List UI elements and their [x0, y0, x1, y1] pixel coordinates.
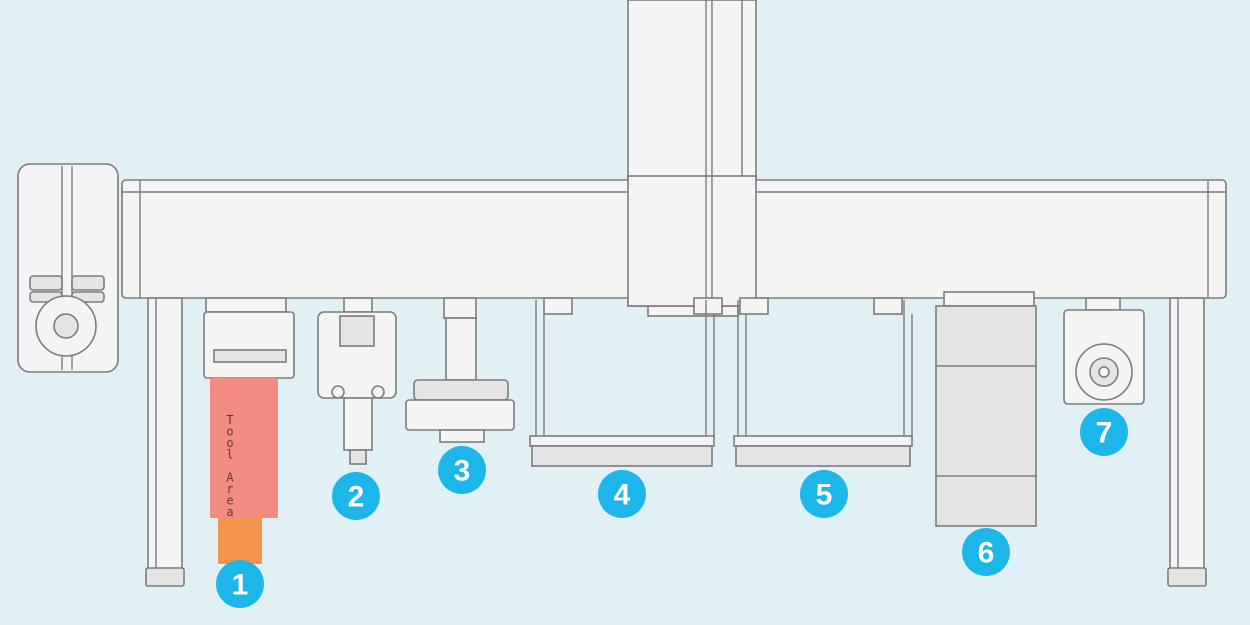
station-badge-7: 7 — [1080, 408, 1128, 456]
station-badge-4: 4 — [598, 470, 646, 518]
tool-area-upper — [210, 378, 278, 518]
tool-area-letter: A — [226, 471, 234, 485]
badge-number: 2 — [348, 481, 365, 514]
badge-number: 1 — [232, 569, 249, 602]
station-2-gripper — [317, 297, 397, 465]
left-leg — [145, 297, 185, 587]
station-badge-5: 5 — [800, 470, 848, 518]
tool-area-letter: o — [226, 425, 233, 439]
badge-number: 4 — [614, 479, 631, 512]
tool-area-letter: T — [226, 413, 233, 427]
station-3-plate — [405, 297, 515, 443]
badge-circle — [962, 528, 1010, 576]
controller-unit — [17, 163, 119, 373]
station-badge-1: 1 — [216, 560, 264, 608]
station-7-motor — [1063, 297, 1145, 405]
tool-area-letter: l — [226, 448, 233, 462]
badge-circle — [216, 560, 264, 608]
right-leg — [1167, 297, 1207, 587]
column-front — [627, 175, 757, 307]
station-4-frame — [529, 297, 723, 467]
badge-number: 7 — [1096, 417, 1113, 450]
tool-area-lower — [218, 518, 262, 564]
station-badge-3: 3 — [438, 446, 486, 494]
badge-number: 5 — [816, 479, 833, 512]
station-1-tool — [203, 297, 295, 564]
badge-circle — [1080, 408, 1128, 456]
badge-number: 6 — [978, 537, 995, 570]
station-6-block — [935, 291, 1037, 527]
badge-circle — [598, 470, 646, 518]
station-badges: 1 2 3 4 5 6 7 — [216, 408, 1128, 608]
badge-circle — [800, 470, 848, 518]
tool-area-letter: o — [226, 436, 233, 450]
tool-area-letter: a — [226, 505, 233, 519]
station-badge-2: 2 — [332, 472, 380, 520]
station-badge-6: 6 — [962, 528, 1010, 576]
badge-circle — [332, 472, 380, 520]
tool-area-letter: e — [226, 494, 233, 508]
station-5-frame — [733, 297, 913, 467]
badge-number: 3 — [454, 455, 471, 488]
tool-area-letter: r — [226, 482, 233, 496]
badge-circle — [438, 446, 486, 494]
